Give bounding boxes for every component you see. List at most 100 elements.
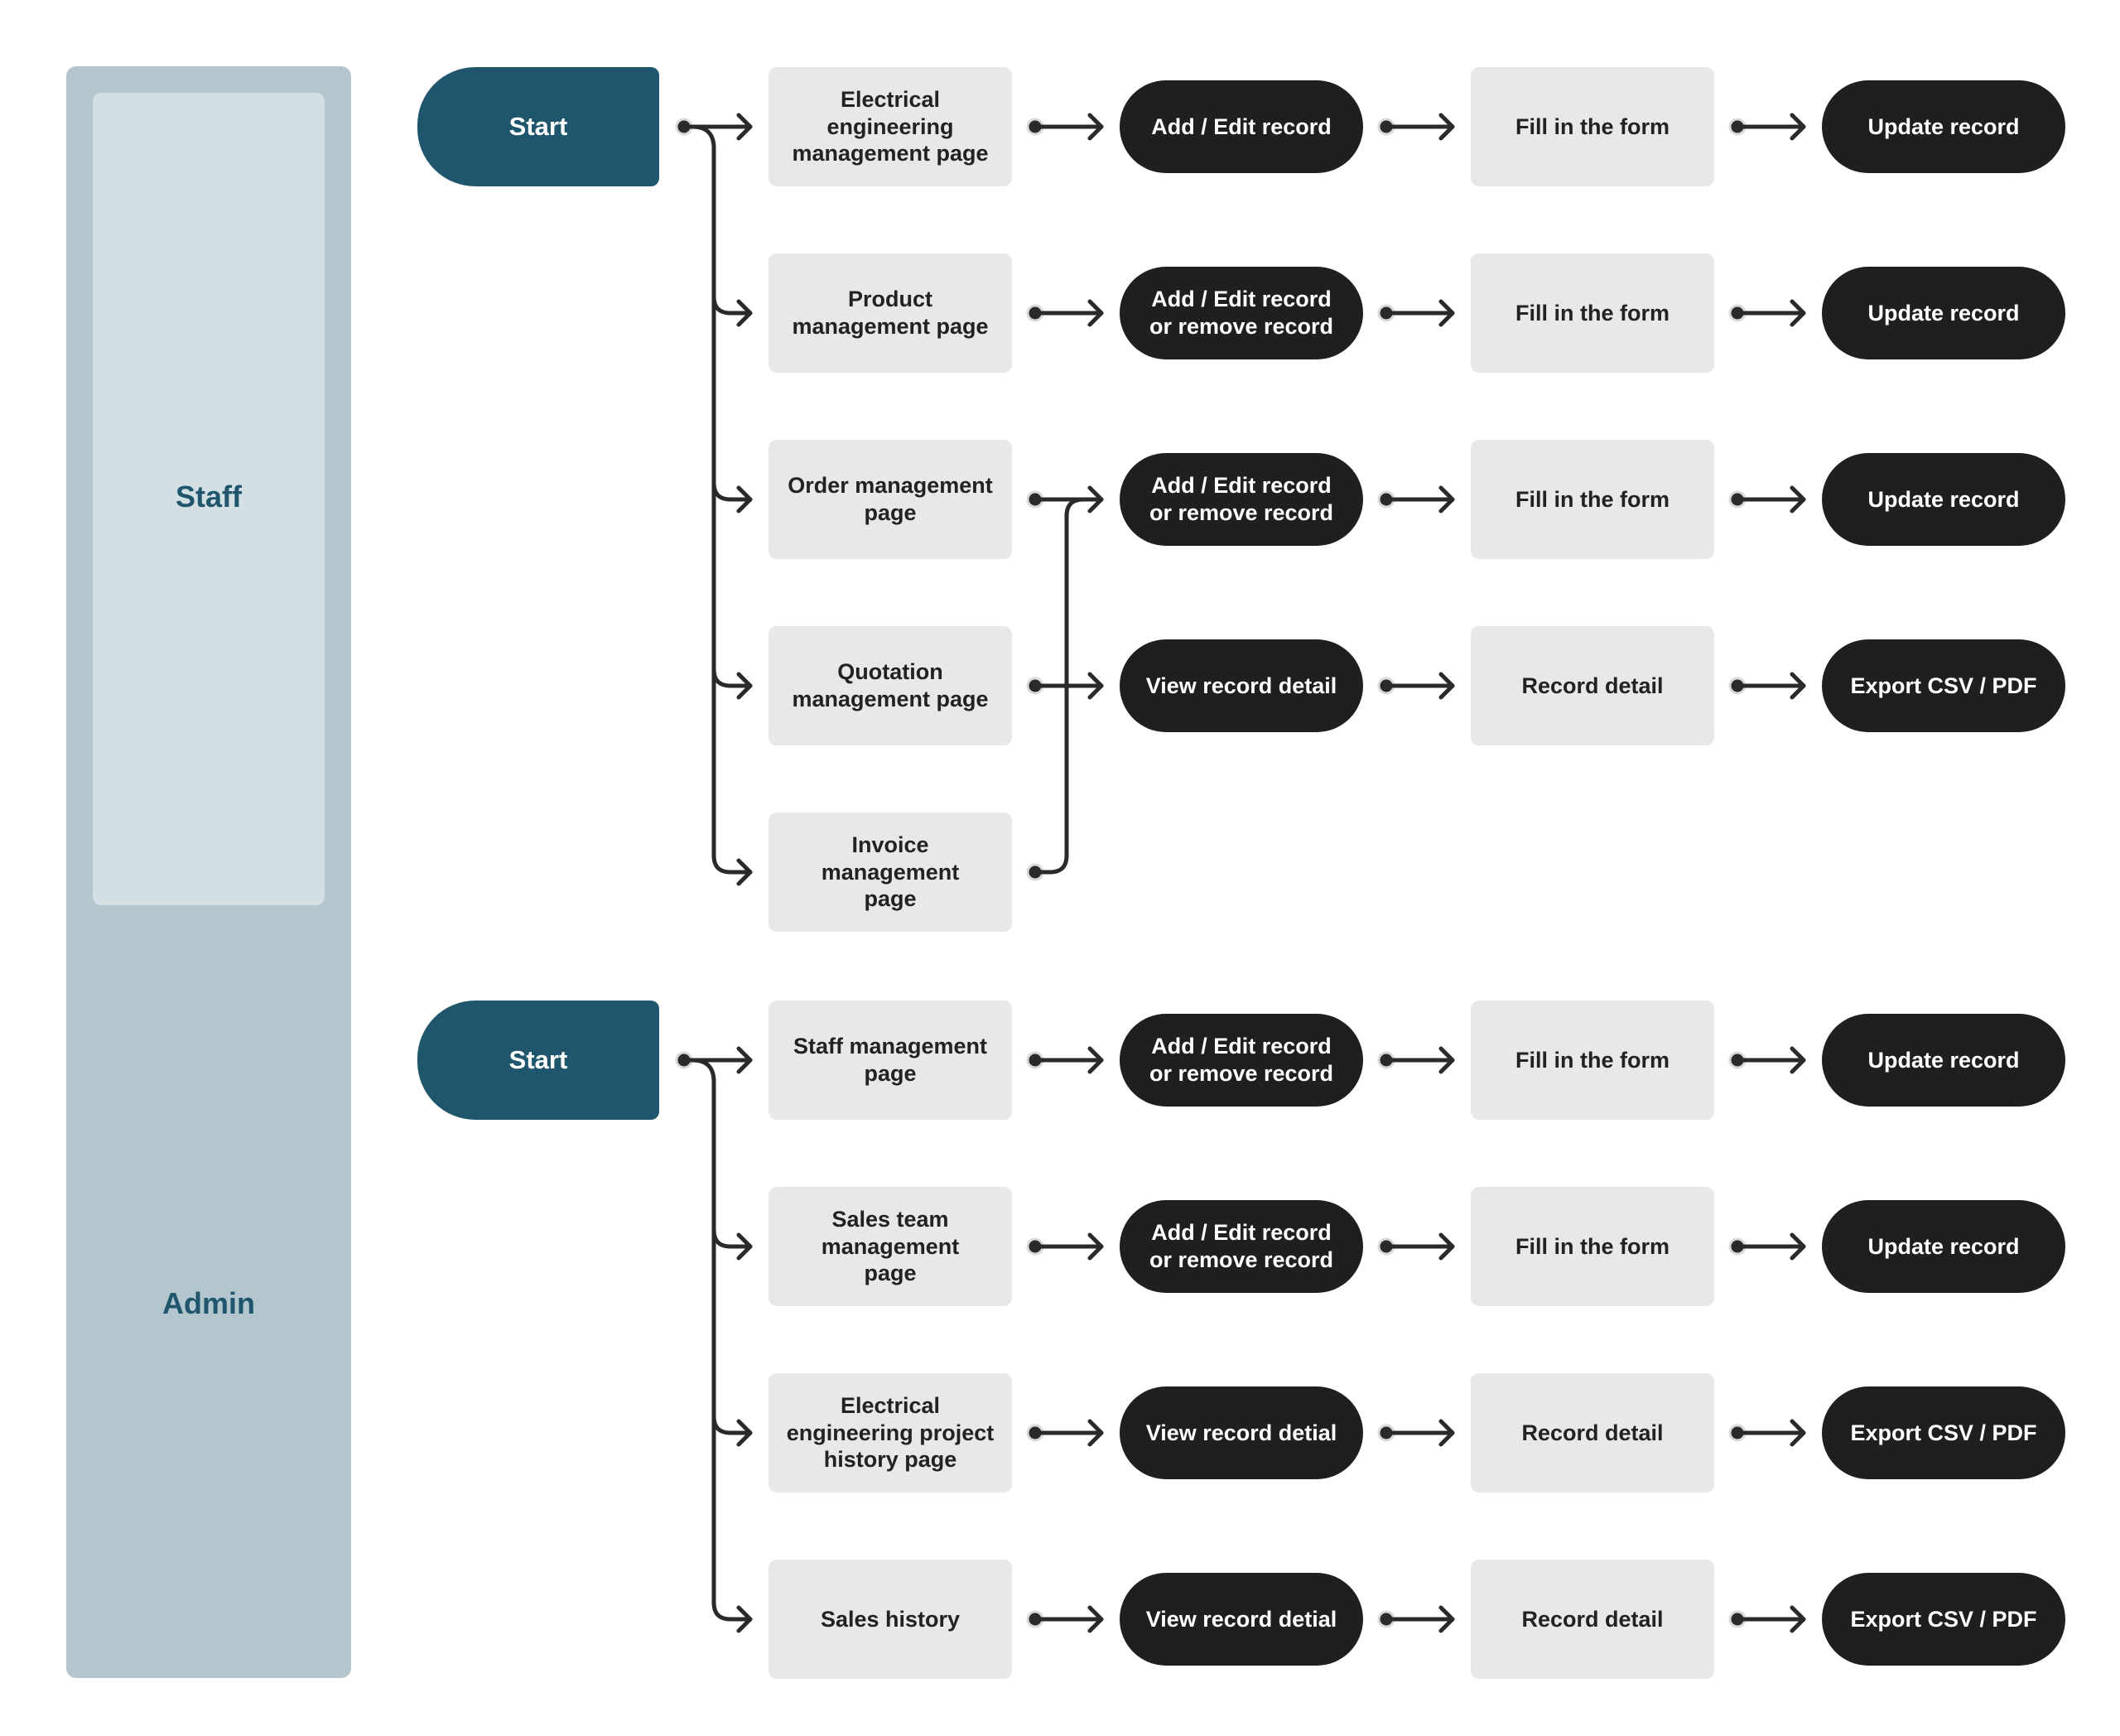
staff-page-0: Electrical engineering management page [768,67,1012,186]
staff-result-2: Update record [1822,453,2065,546]
arrow-head [1790,1046,1806,1074]
arrow-head [736,858,753,886]
connector-dot [1026,1424,1044,1442]
staff-action-2: Add / Edit record or remove record [1120,453,1363,546]
branch-line [711,1414,753,1435]
arrow-head [1087,1046,1104,1074]
admin-result-0: Update record [1822,1014,2065,1107]
connector-dot [1728,490,1747,509]
connector-dot [1377,304,1395,322]
merge-connector [1033,497,1104,875]
arrow-head [736,113,753,141]
staff-page-1: Product management page [768,253,1012,373]
connector-dot [1026,1237,1044,1256]
staff-step-1: Fill in the form [1471,253,1714,373]
arrow-head [1438,1232,1455,1261]
connector-dot [1377,118,1395,136]
connector-dot [1026,677,1044,695]
branch-line [711,294,753,316]
connector-dot [1026,1051,1044,1069]
branch-spine [690,124,753,875]
connector-dot [1026,304,1044,322]
staff-step-0: Fill in the form [1471,67,1714,186]
connector-dot [1728,1237,1747,1256]
arrow-head [1790,1419,1806,1447]
admin-result-1: Update record [1822,1200,2065,1293]
admin-result-3: Export CSV / PDF [1822,1573,2065,1666]
arrow-head [736,1605,753,1633]
connector-dot [1728,1051,1747,1069]
connector-dot [1728,304,1747,322]
admin-step-3: Record detail [1471,1560,1714,1679]
arrow-head [736,672,753,700]
admin-action-3: View record detial [1120,1573,1363,1666]
arrow-head [1790,299,1806,327]
staff-step-3: Record detail [1471,626,1714,745]
arrow-head [1087,672,1104,700]
arrow-head [1087,1232,1104,1261]
staff-result-3: Export CSV / PDF [1822,639,2065,732]
connector-dot [1728,1424,1747,1442]
connector-dot [675,1051,693,1069]
staff-lane-panel [93,93,325,905]
connector-dot [1728,118,1747,136]
connector-dot [675,118,693,136]
arrow-head [1790,672,1806,700]
branch-line [711,667,753,688]
arrow-head [1790,1232,1806,1261]
staff-page-4: Invoice management page [768,813,1012,932]
arrow-head [1087,299,1104,327]
admin-step-2: Record detail [1471,1373,1714,1492]
arrow-head [1790,1605,1806,1633]
arrow-head [736,299,753,327]
connector-dot [1377,490,1395,509]
arrow-head [1790,113,1806,141]
arrow-head [1087,113,1104,141]
admin-lane-label: Admin [162,1286,255,1320]
connector-dot [1377,677,1395,695]
connector-dot [1377,1424,1395,1442]
arrow-head [1438,1046,1455,1074]
admin-action-1: Add / Edit record or remove record [1120,1200,1363,1293]
admin-result-2: Export CSV / PDF [1822,1386,2065,1479]
connector-dot [1026,1610,1044,1628]
staff-action-3: View record detail [1120,639,1363,732]
connector-dot [1377,1051,1395,1069]
branch-line [711,1227,753,1249]
arrow-head [1087,1419,1104,1447]
admin-page-0: Staff management page [768,1001,1012,1120]
admin-step-0: Fill in the form [1471,1001,1714,1120]
arrow-head [1438,299,1455,327]
arrow-head [1438,672,1455,700]
connector-dot [1026,490,1044,509]
arrow-head [736,1232,753,1261]
staff-lane-label: Staff [176,480,242,514]
arrow-head [1438,113,1455,141]
connector-dot [1728,677,1747,695]
admin-action-2: View record detial [1120,1386,1363,1479]
staff-start-node: Start [417,67,659,186]
staff-action-0: Add / Edit record [1120,80,1363,173]
arrow-head [1087,485,1104,514]
arrow-head [736,1046,753,1074]
admin-page-1: Sales team management page [768,1187,1012,1306]
arrow-head [1087,1605,1104,1633]
arrow-head [1790,485,1806,514]
branch-line [711,480,753,502]
staff-page-2: Order management page [768,440,1012,559]
arrow-head [1438,1419,1455,1447]
staff-action-1: Add / Edit record or remove record [1120,267,1363,359]
connector-dot [1026,863,1044,881]
branch-spine [690,1058,753,1622]
arrow-head [1438,485,1455,514]
staff-step-2: Fill in the form [1471,440,1714,559]
admin-action-0: Add / Edit record or remove record [1120,1014,1363,1107]
staff-page-3: Quotation management page [768,626,1012,745]
staff-result-0: Update record [1822,80,2065,173]
connector-dot [1026,118,1044,136]
admin-page-3: Sales history [768,1560,1012,1679]
admin-step-1: Fill in the form [1471,1187,1714,1306]
admin-page-2: Electrical engineering project history p… [768,1373,1012,1492]
connector-dot [1377,1237,1395,1256]
arrow-head [736,485,753,514]
